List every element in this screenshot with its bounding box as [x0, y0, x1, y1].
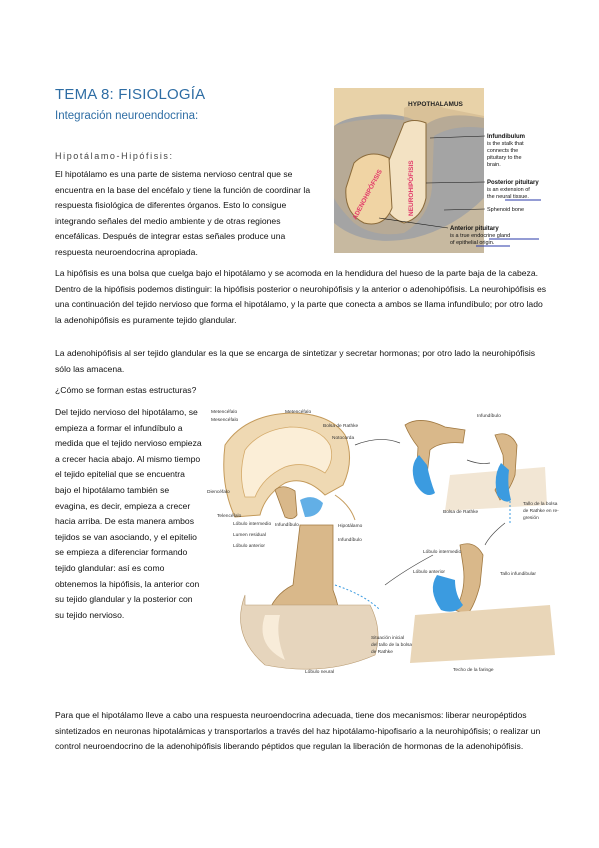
- paragraph-formacion: Del tejido nervioso del hipotálamo, se e…: [55, 407, 202, 620]
- anterior-lobe-tissue: [240, 594, 379, 670]
- arrow-1: [354, 439, 401, 446]
- bolsa-rathke-label-2: Bolsa de Rathke: [443, 509, 479, 515]
- infundibulum-desc-4: brain.: [487, 162, 501, 168]
- anterior-title: Anterior pituitary: [450, 226, 499, 232]
- situacion-label-1: Situación inicial: [371, 635, 404, 641]
- paragraph-hipotalamo: El hipotálamo es una parte de sistema ne…: [55, 169, 311, 257]
- pituitary-development-figure: Metencéfalo Mesencéfalo Metencéfalo Bols…: [207, 409, 559, 675]
- sphenoid-pointer: [443, 208, 486, 211]
- metencefalo-label-2: Metencéfalo: [285, 409, 311, 415]
- anterior-lobe-final: [432, 575, 463, 612]
- infundibulum-desc-2: connects the: [487, 148, 518, 154]
- posterior-desc-2: the neural tissue.: [487, 194, 529, 200]
- paragraph-mecanismos: Para que el hipotálamo lleve a cabo una …: [55, 710, 541, 752]
- question-heading: ¿Cómo se forman estas estructuras?: [55, 385, 197, 395]
- situacion-label-3: de Rathke: [371, 649, 393, 655]
- infundibulum-pointer: [429, 135, 486, 139]
- infundibulum-desc-1: is the stalk that: [487, 141, 524, 147]
- lobulo-intermedio-label-1: Lóbulo intermedio: [233, 521, 271, 527]
- document-title: TEMA 8: FISIOLOGÍA: [55, 86, 206, 103]
- lobulo-intermedio-label-2: Lóbulo intermedio: [423, 549, 461, 555]
- diencefalo-label: Diencéfalo: [207, 489, 230, 495]
- infundibulum-title: Infundibulum: [487, 134, 525, 140]
- posterior-pointer: [425, 181, 486, 184]
- infundibulo-label-1: Infundíbulo: [275, 522, 299, 528]
- neurohipofisis-label: NEUROHIPÓFISIS: [406, 160, 415, 216]
- rathke-pouch-early: [300, 497, 323, 517]
- anterior-desc-2: of epithelial origin.: [450, 240, 495, 246]
- hipotalamo-label: Hipotálamo: [338, 523, 363, 529]
- residual-lumen: [262, 615, 285, 660]
- lobulo-anterior-label-2: Lóbulo anterior: [413, 569, 445, 575]
- notochord: [334, 494, 356, 521]
- lumen-residual-label: Lumen residual: [233, 532, 266, 538]
- neurohypophysis-shape: [383, 120, 427, 224]
- lobulo-neural-label: Lóbulo neural: [305, 669, 334, 675]
- paragraph-adenohipofisis: La adenohipófisis al ser tejido glandula…: [55, 348, 536, 374]
- anterior-pointer: [378, 217, 449, 229]
- anterior-desc-1: is a true endocrine gland: [450, 233, 510, 239]
- posterior-desc-1: is an extension of: [487, 187, 530, 193]
- telencefalo-label: Telencéfalo: [217, 513, 242, 519]
- sphenoid-bone: [334, 198, 484, 253]
- final-stage-panel: [410, 543, 555, 663]
- techo-faringe-label: Techo de la faringe: [453, 667, 494, 673]
- infundibular-stalk-final: [454, 543, 484, 616]
- rathke-pouch-2: [495, 463, 511, 502]
- section-heading: Hipotálamo-Hipófisis:: [55, 151, 174, 161]
- tallo-label-3: gresión: [523, 515, 539, 521]
- posterior-title: Posterior pituitary: [487, 180, 539, 186]
- adenohypophysis-shape: [345, 153, 393, 225]
- early-stage-panel: [404, 420, 547, 511]
- situacion-label-2: del tallo de la bolsa: [371, 642, 412, 648]
- tallo-label-1: Tallo de la bolsa: [523, 501, 558, 507]
- intermediate-stage-panel: [494, 433, 518, 523]
- hypothalamus-label: HYPOTHALAMUS: [408, 101, 464, 108]
- pharynx-roof-2: [410, 605, 555, 663]
- lobulo-anterior-label-1: Lóbulo anterior: [233, 543, 265, 549]
- mesencefalo-label: Mesencéfalo: [211, 417, 239, 423]
- arrow-2: [466, 459, 491, 464]
- paragraph-hipofisis: La hipófisis es una bolsa que cuelga baj…: [55, 268, 547, 325]
- late-stage-panel: [240, 524, 381, 670]
- infundibulum-desc-3: pituitary to the: [487, 155, 522, 161]
- tallo-infundibular-label: Tallo infundibular: [500, 571, 536, 577]
- infundibulum-early: [274, 486, 298, 519]
- brain-inner: [241, 426, 333, 498]
- arrow-4: [384, 554, 434, 586]
- notocorda-label: Notocorda: [332, 435, 354, 441]
- bolsa-rathke-label: Bolsa de Rathke: [323, 423, 359, 429]
- arrow-3: [484, 522, 506, 546]
- initial-stalk: [334, 584, 381, 611]
- sphenoid-label: Sphenoid bone: [487, 207, 524, 213]
- document-subtitle: Integración neuroendocrina:: [55, 110, 199, 122]
- tallo-label-2: de Rathke en re-: [523, 508, 559, 514]
- embryo-panel: [223, 412, 356, 521]
- metencefalo-label-1: Metencéfalo: [211, 409, 237, 415]
- pituitary-anatomy-figure: HYPOTHALAMUS NEUROHIPÓFISIS ADENOHIPÓFIS…: [334, 88, 541, 253]
- infundibulo-label-3: Infundíbulo: [338, 537, 362, 543]
- infundibulo-label-2: Infundíbulo: [477, 413, 501, 419]
- rathke-pouch-1: [412, 455, 435, 496]
